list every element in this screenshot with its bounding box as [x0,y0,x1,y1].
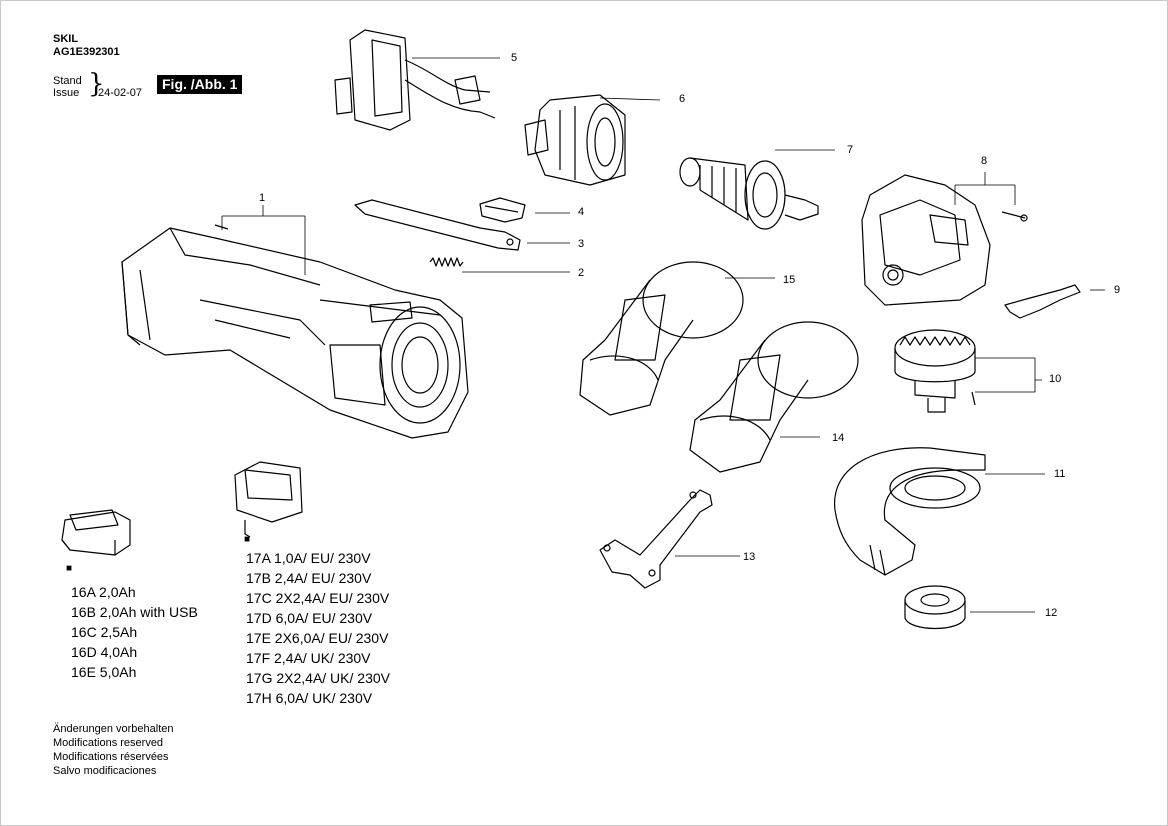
part-number-13: 13 [743,551,756,563]
part-number-14: 14 [832,432,845,444]
charger-item: 17E 2X6,0A/ EU/ 230V [246,630,389,646]
issue-date: 24-02-07 [98,87,143,99]
header-brand-block: SKIL AG1E392301 [53,33,120,59]
part-8-gear-housing-drawing [861,174,1028,306]
charger-item: 17G 2X2,4A/ UK/ 230V [246,670,390,686]
part-number-9: 9 [1114,284,1121,296]
part-number-10: 10 [1049,373,1062,385]
notice-de: Änderungen vorbehalten [53,723,174,735]
part-number-7: 7 [847,144,854,156]
part-7-rotor-drawing [679,157,819,230]
issue-label: Issue [53,87,80,99]
charger-item: 17A 1,0A/ EU/ 230V [246,550,371,566]
part-number-2: 2 [578,267,585,279]
part-number-6: 6 [679,93,686,105]
part-number-15: 15 [783,274,796,286]
charger-item: 17C 2X2,4A/ EU/ 230V [246,590,390,606]
battery-list: 16A 2,0Ah 16B 2,0Ah with USB 16C 2,5Ah 1… [71,582,198,682]
part-number-8: 8 [981,155,988,167]
part-13-spanner-drawing [599,489,713,589]
leader-lines [221,57,1105,613]
brand-name: SKIL [53,33,79,45]
notice-es: Salvo modificaciones [53,765,157,777]
charger-drawing [234,461,303,538]
part-number-4: 4 [578,206,585,218]
part-5-electronics-drawing [334,29,496,131]
part-11-guard-drawing [834,447,986,576]
stand-label: Stand [53,75,82,87]
modifications-notice: Änderungen vorbehalten Modifications res… [53,722,173,778]
notice-en: Modifications reserved [53,737,164,749]
part-1-housing-drawing [121,224,469,439]
charger-item: 17B 2,4A/ EU/ 230V [246,570,372,586]
part-3-slide-rod-drawing [354,199,521,251]
notice-fr: Modifications réservées [53,751,169,763]
part-number-1: 1 [259,192,266,204]
part-number-11: 11 [1054,468,1066,480]
part-15-handle-drawing [579,261,744,416]
part-number-12: 12 [1045,607,1058,619]
part-6-stator-drawing [524,94,626,186]
charger-marker: ■ [244,534,251,545]
part-4-switch-drawing [479,197,526,223]
battery-item: 16A 2,0Ah [71,584,136,600]
part-10-gear-unit-drawing [894,329,976,413]
part-number-5: 5 [511,52,518,64]
battery-item: 16B 2,0Ah with USB [71,604,198,620]
figure-label: Fig. /Abb. 1 [157,75,243,94]
part-9-clip-drawing [1004,284,1081,319]
charger-item: 17F 2,4A/ UK/ 230V [246,650,371,666]
battery-pack-drawing [61,509,131,556]
charger-list: 17A 1,0A/ EU/ 230V 17B 2,4A/ EU/ 230V 17… [246,548,390,708]
battery-item: 16E 5,0Ah [71,664,137,680]
brace-symbol: } [88,69,105,99]
part-12-flange-nut-drawing [904,585,966,629]
battery-item: 16C 2,5Ah [71,624,138,640]
part-14-handle-drawing [689,321,859,473]
part-number-3: 3 [578,238,585,250]
model-number: AG1E392301 [53,46,120,58]
charger-item: 17H 6,0A/ UK/ 230V [246,690,373,706]
stand-issue-labels: Stand Issue [53,75,82,99]
part-2-spring-drawing [429,257,464,267]
charger-item: 17D 6,0A/ EU/ 230V [246,610,373,626]
battery-item: 16D 4,0Ah [71,644,138,660]
battery-marker: ■ [66,563,73,574]
